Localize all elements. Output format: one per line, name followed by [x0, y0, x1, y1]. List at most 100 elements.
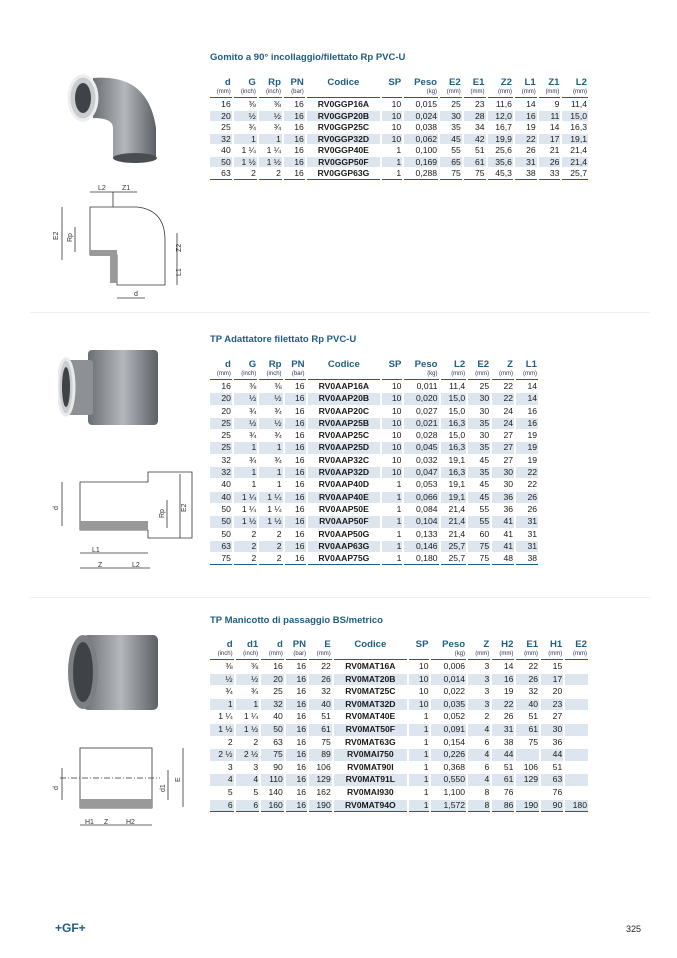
column-unit: (bar) [293, 651, 307, 657]
table-cell: 15,0 [440, 393, 467, 405]
table-cell: 0,180 [404, 553, 439, 566]
column-label: L2 [575, 77, 587, 88]
table-cell: 10 [382, 393, 403, 405]
table-cell: 1 ¼ [243, 711, 259, 722]
table-cell: 22 [516, 467, 538, 479]
column-header: d(mm) [261, 639, 284, 660]
product-code: RV0AAP40D [318, 479, 370, 490]
table-cell: 27 [503, 454, 514, 465]
table-cell: 16 [294, 503, 305, 514]
table-cell: 10 [408, 673, 430, 686]
dimension-label: E2 [53, 231, 60, 240]
column-header: Z(mm) [468, 639, 491, 660]
table-cell: 10 [391, 430, 402, 441]
column-label: E [324, 639, 331, 650]
table-cell: 45 [440, 133, 462, 144]
column-unit: (mm) [216, 89, 231, 95]
column-header: SP [382, 359, 403, 380]
column-label: PN [292, 639, 307, 650]
table-cell: 1 [382, 168, 403, 180]
table-cell: 2 [253, 736, 259, 747]
table-cell: 20 [261, 673, 284, 686]
table-cell: 50 [221, 528, 231, 539]
table-cell: 17 [538, 133, 561, 144]
table-cell: 1,572 [431, 799, 467, 813]
product-code: RV0GGP63G [306, 168, 381, 180]
product-code: RV0AAP25B [307, 417, 381, 430]
table-cell: 16,3 [440, 467, 467, 479]
column-label: PN [291, 359, 305, 370]
column-unit: (kg) [427, 371, 438, 377]
table-cell: 31 [516, 540, 538, 553]
product-code: RV0AAP32D [307, 467, 381, 479]
divider [30, 597, 650, 598]
table-cell: 15,0 [448, 430, 466, 441]
table-cell: 0,226 [431, 749, 467, 761]
column-header: G(inch) [233, 77, 257, 98]
table-cell [565, 698, 588, 711]
table-cell: 61 [309, 723, 332, 736]
table-cell: ½ [210, 673, 234, 686]
column-unit [309, 370, 380, 378]
column-label: PN [290, 77, 304, 88]
table-cell: 1 [210, 698, 234, 711]
table-cell: 2 [276, 528, 282, 539]
column-label: d [276, 639, 283, 650]
column-header: G(inch) [233, 359, 258, 380]
column-label: Codice [327, 359, 360, 370]
table-cell: 15,0 [448, 405, 466, 416]
table-cell [565, 749, 588, 761]
table-cell: 30 [479, 430, 490, 441]
column-unit [335, 650, 406, 658]
table-cell: 16 [296, 711, 307, 722]
table-cell: 26 [527, 503, 537, 514]
table-cell: ⅜ [274, 381, 282, 391]
table-cell: 19 [516, 442, 538, 454]
table-cell: 0,015 [415, 99, 438, 109]
table-cell: ⅜ [248, 99, 256, 109]
table-cell: 3 [227, 761, 233, 772]
table-cell: 1 ½ [233, 156, 257, 167]
table-cell: 30 [492, 467, 515, 479]
column-unit: (mm) [216, 371, 231, 377]
table-cell: 1 [233, 467, 258, 479]
table-cell: 0,045 [404, 442, 439, 454]
table-cell: 40 [516, 698, 540, 711]
column-label: Z2 [500, 77, 512, 88]
table-cell: 1 [423, 736, 429, 747]
table-cell: 25,7 [562, 168, 588, 180]
table-cell: 0,091 [431, 723, 467, 736]
table-cell: 0,038 [415, 122, 438, 132]
column-header: H2(mm) [492, 639, 515, 660]
product-code: RV0AAP75G [307, 553, 381, 566]
dimension-label: d [53, 786, 60, 790]
spec-table-socket: d(inch)d1(inch)d(mm)PN(bar)E(mm)Codice S… [208, 638, 590, 813]
column-unit: (mm) [475, 651, 490, 657]
product-code: RV0GGP32D [306, 133, 381, 144]
table-cell: 12,0 [487, 110, 513, 121]
dimension-label: E [175, 777, 182, 782]
table-cell: ⅜ [225, 661, 233, 671]
table-cell: 63 [541, 774, 564, 786]
product-code: RV0AAP63G [307, 540, 381, 553]
table-cell: 16 [514, 110, 537, 121]
table-cell: 32 [210, 133, 232, 144]
table-cell: 1 ½ [258, 156, 282, 167]
table-cell: 30 [468, 393, 491, 405]
table-cell [565, 737, 588, 749]
table-cell: 190 [309, 799, 332, 813]
table-cell: 90 [541, 799, 564, 813]
table-cell: 27 [503, 430, 514, 441]
table-cell: 26 [516, 673, 540, 686]
table-cell: 61 [516, 723, 540, 736]
table-cell: 16 [221, 99, 231, 109]
table-cell: 0,104 [404, 516, 439, 528]
table-cell: 19,1 [448, 454, 466, 465]
table-cell: 16 [285, 799, 308, 813]
table-cell: 60 [479, 528, 490, 539]
column-unit: (inch) [266, 371, 282, 377]
column-unit: (mm) [499, 371, 514, 377]
table-cell: 24 [503, 405, 514, 416]
